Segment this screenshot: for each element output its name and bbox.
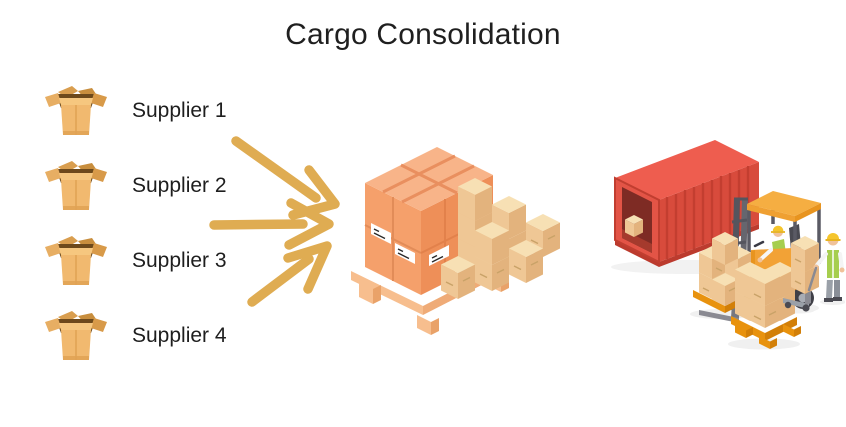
open-box-icon (44, 159, 108, 213)
supplier-label: Supplier 1 (132, 99, 227, 122)
shipping-label (371, 223, 391, 244)
arrow-icon (231, 136, 340, 220)
supplier-row-2: Supplier 2 (44, 159, 227, 213)
consolidation-arrows-icon (209, 136, 340, 307)
supplier-row-3: Supplier 3 (44, 234, 227, 288)
shipping-container-icon (614, 140, 759, 267)
arrow-icon (209, 198, 334, 250)
warehouse-worker (807, 233, 845, 302)
ground-pallet (731, 262, 801, 349)
pallet-boxes-icon (351, 147, 560, 335)
open-box-icon (44, 309, 108, 363)
page-title: Cargo Consolidation (285, 18, 561, 51)
open-box-icon (44, 234, 108, 288)
tan-carton-pyramid (441, 178, 560, 299)
supplier-label: Supplier 4 (132, 324, 227, 347)
open-box-icon (44, 84, 108, 138)
pallet-on-forks (693, 232, 751, 313)
supplier-label: Supplier 3 (132, 249, 227, 272)
hand-pallet-truck (783, 236, 819, 312)
orange-carton-stack (364, 147, 494, 295)
supplier-row-4: Supplier 4 (44, 309, 227, 363)
container-forklift-icon (611, 140, 845, 350)
arrow-icon (247, 241, 332, 307)
shipping-label (395, 243, 415, 264)
box-inside-container (625, 215, 643, 237)
supplier-row-1: Supplier 1 (44, 84, 227, 138)
shipping-label (429, 245, 449, 266)
supplier-label: Supplier 2 (132, 174, 227, 197)
